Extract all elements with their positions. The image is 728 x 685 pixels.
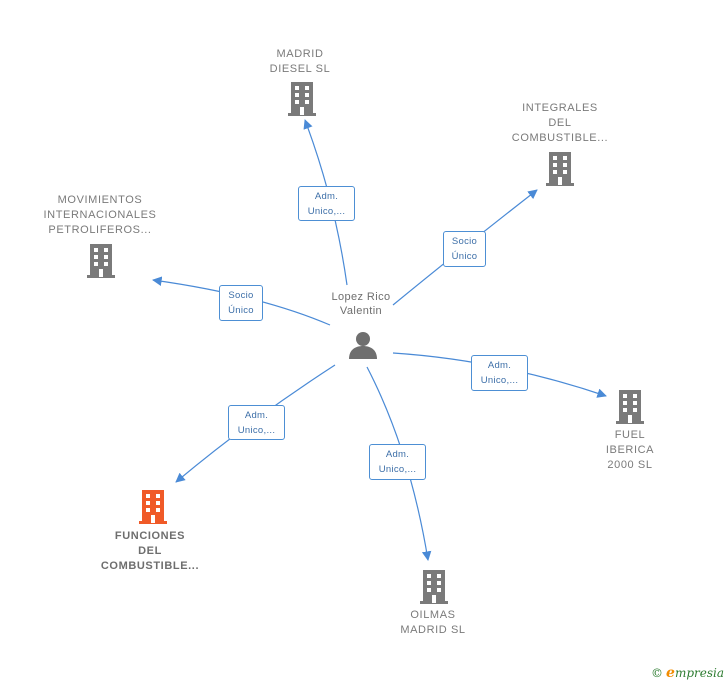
company-label: INTEGRALES DEL COMBUSTIBLE...	[511, 102, 609, 144]
company-label: OILMAS MADRID SL	[400, 609, 466, 636]
company-label: MOVIMIENTOS INTERNACIONALES PETROLIFEROS…	[43, 194, 157, 236]
company-label: FUNCIONES DEL COMBUSTIBLE...	[100, 530, 200, 572]
building-icon[interactable]	[546, 152, 574, 186]
relation-badge-movimientos[interactable]: Socio Único	[219, 285, 263, 321]
relation-badge-oilmas[interactable]: Adm. Unico,...	[369, 444, 426, 480]
person-icon[interactable]	[348, 330, 378, 360]
building-icon[interactable]	[87, 244, 115, 278]
building-icon[interactable]	[616, 390, 644, 424]
brand-footer: ©empresia	[651, 665, 724, 681]
relation-badge-integrales[interactable]: Socio Único	[443, 231, 486, 267]
building-icon[interactable]	[420, 570, 448, 604]
brand-logo-text: mpresia	[674, 666, 724, 680]
copyright-symbol: ©	[651, 666, 664, 680]
relation-badge-madrid-diesel[interactable]: Adm. Unico,...	[298, 186, 355, 221]
company-fuel-iberica[interactable]: FUEL IBERICA 2000 SL	[580, 428, 680, 473]
brand-logo-initial: e	[666, 665, 675, 681]
building-icon[interactable]	[139, 490, 167, 524]
company-madrid-diesel[interactable]: MADRID DIESEL SL	[240, 47, 360, 77]
company-label: MADRID DIESEL SL	[269, 48, 331, 75]
company-movimientos[interactable]: MOVIMIENTOS INTERNACIONALES PETROLIFEROS…	[25, 193, 175, 238]
company-oilmas[interactable]: OILMAS MADRID SL	[380, 608, 486, 638]
company-label: FUEL IBERICA 2000 SL	[605, 429, 655, 471]
company-funciones[interactable]: FUNCIONES DEL COMBUSTIBLE...	[80, 529, 220, 574]
person-name[interactable]: Lopez Rico Valentin	[331, 291, 391, 317]
relation-badge-fuel-iberica[interactable]: Adm. Unico,...	[471, 355, 528, 391]
relation-badge-funciones[interactable]: Adm. Unico,...	[228, 405, 285, 440]
company-integrales[interactable]: INTEGRALES DEL COMBUSTIBLE...	[490, 101, 630, 146]
building-icon[interactable]	[288, 82, 316, 116]
